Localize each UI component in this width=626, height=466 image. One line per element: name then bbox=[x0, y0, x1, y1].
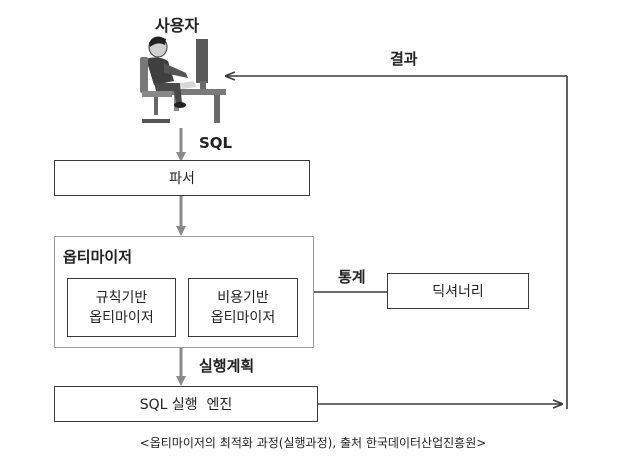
sql-label: SQL bbox=[199, 134, 233, 152]
optimizer-title: 옵티마이저 bbox=[63, 248, 133, 266]
user-label: 사용자 bbox=[155, 16, 200, 35]
person-at-computer-icon bbox=[140, 36, 226, 123]
sql-execution-engine-box: SQL 실행 엔진 bbox=[54, 386, 318, 422]
parser-box: 파서 bbox=[54, 160, 310, 196]
engine-label: SQL 실행 엔진 bbox=[139, 397, 233, 413]
cost-based-optimizer-box: 비용기반 옵티마이저 bbox=[188, 278, 298, 337]
rule-based-optimizer-box: 규칙기반 옵티마이저 bbox=[67, 278, 176, 337]
cost-based-line2: 옵티마이저 bbox=[210, 309, 276, 326]
execution-plan-label: 실행계획 bbox=[199, 357, 255, 375]
dictionary-label: 딕셔너리 bbox=[432, 284, 484, 300]
rule-based-line2: 옵티마이저 bbox=[89, 309, 154, 326]
result-label: 결과 bbox=[390, 50, 418, 68]
rule-based-line1: 규칙기반 bbox=[95, 289, 148, 306]
parser-label: 파서 bbox=[169, 171, 195, 187]
figure-caption: <옵티마이저의 최적화 과정(실행과정), 출처 한국데이터산업진흥원> bbox=[139, 436, 487, 450]
cost-based-line1: 비용기반 bbox=[217, 289, 269, 306]
stats-label: 통계 bbox=[338, 268, 366, 286]
dictionary-box: 딕셔너리 bbox=[387, 273, 529, 309]
